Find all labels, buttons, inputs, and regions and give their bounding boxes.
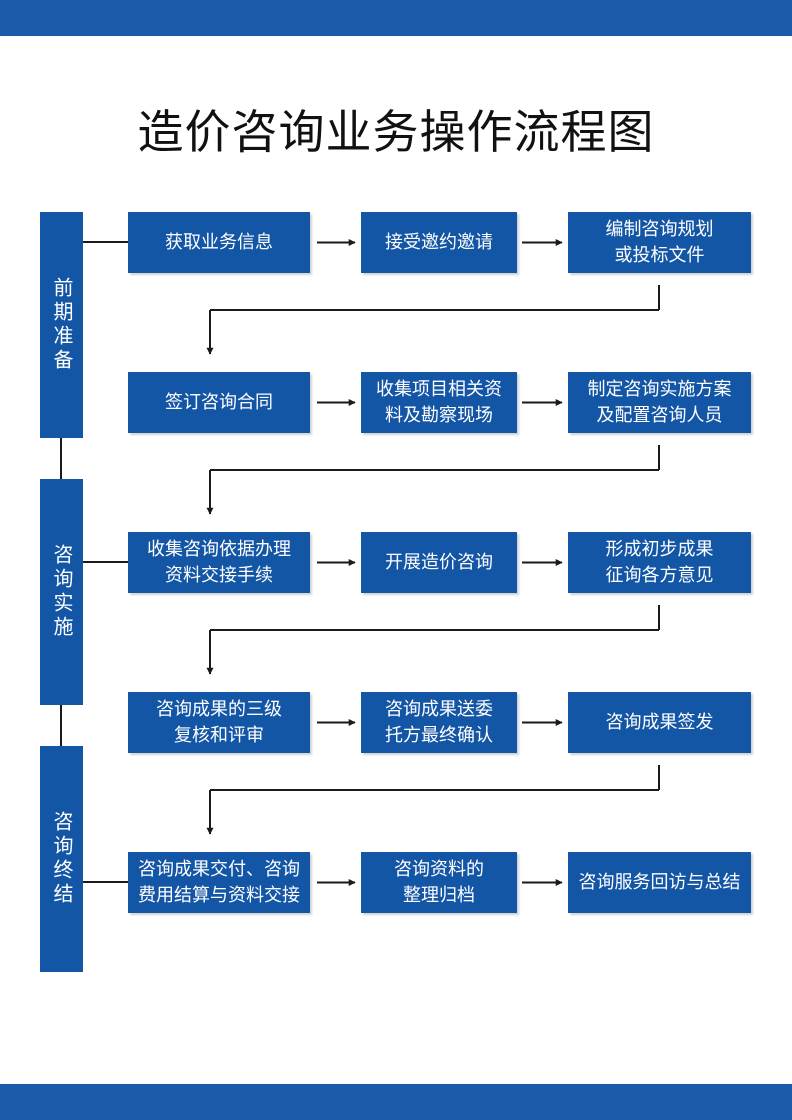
bottom-band [0,1084,792,1120]
phase-label-text: 咨询终结 [50,811,74,907]
step-box: 收集项目相关资 料及勘察现场 [361,372,517,433]
step-box: 制定咨询实施方案 及配置咨询人员 [568,372,751,433]
top-band [0,0,792,36]
step-box: 咨询成果送委 托方最终确认 [361,692,517,753]
step-box: 咨询成果签发 [568,692,751,753]
phase-label-text: 前期准备 [50,277,74,373]
step-box: 咨询成果的三级 复核和评审 [128,692,310,753]
phase-label-preparation: 前期准备 [40,212,83,438]
step-box: 咨询服务回访与总结 [568,852,751,913]
step-box: 编制咨询规划 或投标文件 [568,212,751,273]
step-box: 接受邀约邀请 [361,212,517,273]
step-box: 获取业务信息 [128,212,310,273]
phase-label-text: 咨询实施 [50,544,74,640]
page-title: 造价咨询业务操作流程图 [137,105,655,159]
step-box: 签订咨询合同 [128,372,310,433]
step-box: 开展造价咨询 [361,532,517,593]
phase-label-completion: 咨询终结 [40,746,83,972]
step-box: 收集咨询依据办理 资料交接手续 [128,532,310,593]
step-box: 咨询资料的 整理归档 [361,852,517,913]
step-box: 形成初步成果 征询各方意见 [568,532,751,593]
step-box: 咨询成果交付、咨询 费用结算与资料交接 [128,852,310,913]
phase-label-implementation: 咨询实施 [40,479,83,705]
